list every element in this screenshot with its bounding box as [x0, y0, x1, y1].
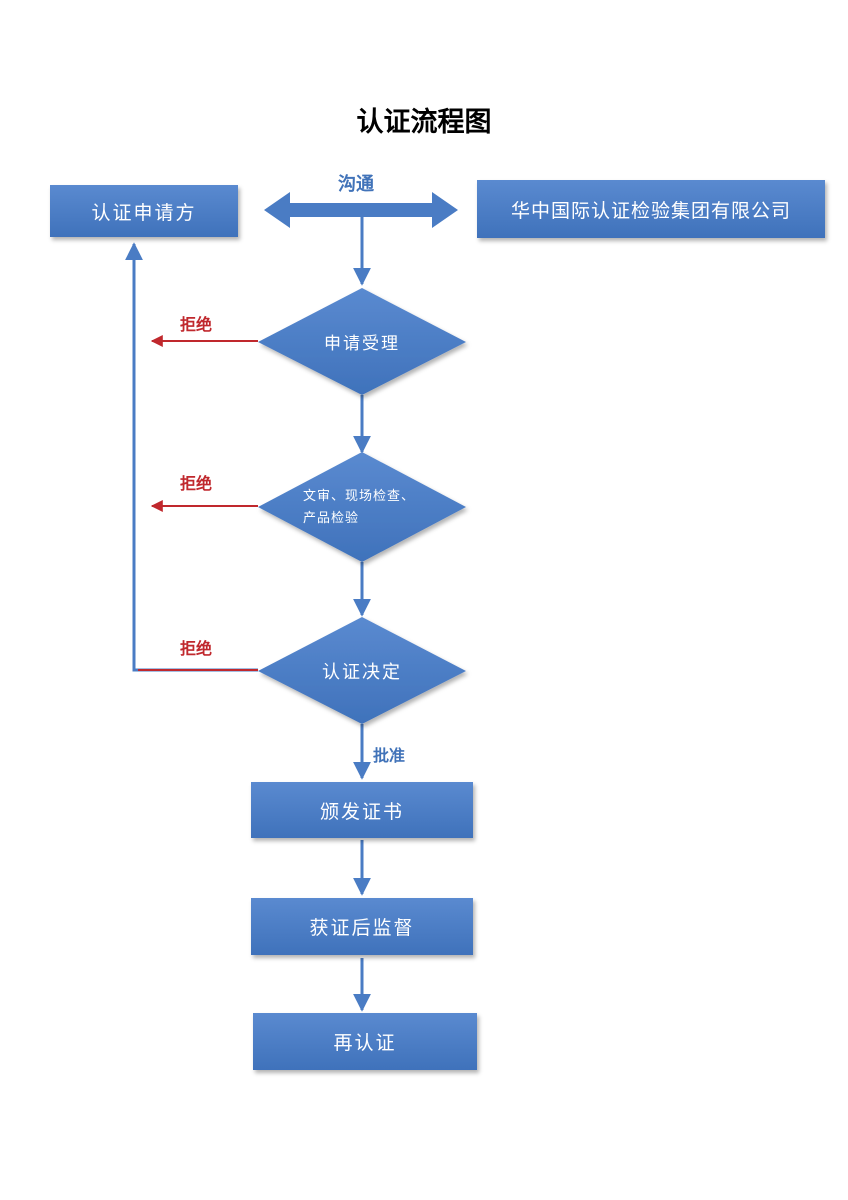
page-title: 认证流程图 [356, 107, 492, 138]
label-communicate: 沟通 [338, 174, 374, 195]
diamond-review-label-line2: 产品检验 [303, 511, 360, 526]
node-company: 华中国际认证检验集团有限公司 [477, 180, 825, 238]
label-reject-decision: 拒绝 [180, 639, 213, 658]
diamond-review [258, 452, 466, 562]
diamond-accept [258, 288, 466, 395]
diamond-accept-label: 申请受理 [324, 333, 400, 354]
label-reject-accept: 拒绝 [180, 315, 213, 334]
node-issue-certificate: 颁发证书 [251, 782, 473, 838]
node-applicant: 认证申请方 [50, 185, 238, 237]
node-supervision: 获证后监督 [251, 898, 473, 955]
diamond-review-label-line1: 文审、现场检查、 [303, 489, 416, 504]
diamond-decision-label: 认证决定 [322, 662, 402, 683]
arrow-return-to-applicant [125, 242, 258, 672]
diamond-review-label: 文审、现场检查、 产品检验 [303, 485, 433, 531]
node-recertification: 再认证 [253, 1013, 477, 1070]
communicate-double-arrow [264, 192, 458, 228]
label-approve: 批准 [373, 746, 406, 765]
diamond-decision [258, 617, 466, 724]
label-reject-review: 拒绝 [180, 474, 213, 493]
